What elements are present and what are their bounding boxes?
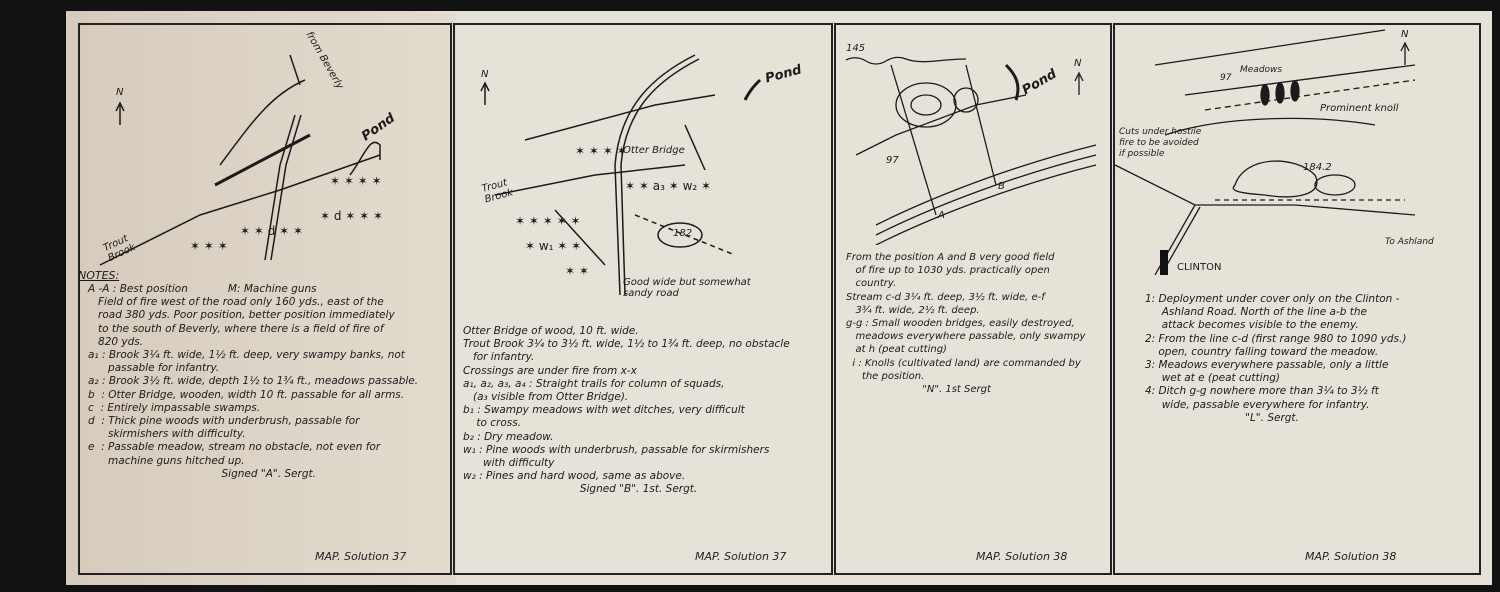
note-line: to the south of Beverly, where there is … <box>88 322 384 335</box>
bridge-label: Otter Bridge <box>623 145 685 156</box>
footer-1: MAP. Solution 37 <box>315 550 407 563</box>
elevation-145: 145 <box>846 43 866 54</box>
note-line: wide, passable everywhere for infantry. <box>1145 398 1370 411</box>
map-sheet: ✶ ✶ d ✶ ✶✶ d ✶ ✶ ✶ ✶ ✶ ✶✶ ✶ ✶ ✶ N from B… <box>66 11 1492 585</box>
note-line: 1: Deployment under cover only on the Cl… <box>1145 293 1400 305</box>
notes-4: 1: Deployment under cover only on the Cl… <box>1145 293 1406 425</box>
note-line: 4: Ditch g-g nowhere more than 3¼ to 3½ … <box>1145 385 1379 398</box>
note-line: a₂ : Brook 3½ ft. wide, depth 1½ to 1¾ f… <box>88 375 419 388</box>
note-line: with difficulty <box>463 457 555 470</box>
note-line: attack becomes visible to the enemy. <box>1145 319 1359 332</box>
footer-3: MAP. Solution 38 <box>976 550 1068 563</box>
note-line: the position. <box>846 370 925 382</box>
note-line: b₁ : Swampy meadows with wet ditches, ve… <box>463 404 745 417</box>
panel-3: N Pond 145 97 A B From the position A an… <box>834 23 1112 575</box>
note-line: b : Otter Bridge, wooden, width 10 ft. p… <box>88 388 405 401</box>
note-line: Signed "A". Sergt. <box>88 467 316 480</box>
sketch-map-1: ✶ ✶ d ✶ ✶ ✶ d ✶ ✶ ✶ ✶ ✶ ✶ ✶ ✶ ✶ ✶ <box>99 54 383 266</box>
note-line: From the position A and B very good fiel… <box>846 252 1055 263</box>
note-line: a₁ : Brook 3¼ ft. wide, 1½ ft. deep, ver… <box>88 349 405 362</box>
meadows-label: Meadows <box>1240 65 1283 75</box>
svg-text:✶ ✶ ✶ ✶: ✶ ✶ ✶ ✶ <box>575 144 627 158</box>
note-line: "L". Sergt. <box>1145 411 1299 424</box>
panel-4: N Meadows 97 Prominent knoll Cuts under … <box>1113 23 1481 575</box>
note-line: Field of fire west of the road only 160 … <box>88 296 384 309</box>
note-line: Stream c-d 3¼ ft. deep, 3½ ft. wide, e-f <box>846 291 1045 303</box>
note-line: e : Passable meadow, stream no obstacle,… <box>88 441 381 454</box>
note-line: of fire up to 1030 yds. practically open <box>846 265 1050 277</box>
note-line: w₂ : Pines and hard wood, same as above. <box>463 470 686 483</box>
note-line: Ashland Road. North of the line a-b the <box>1145 306 1367 319</box>
svg-text:✶ ✶: ✶ ✶ <box>565 264 589 278</box>
road-note: Good wide but somewhat sandy road <box>623 277 751 299</box>
north-label: N <box>481 69 489 80</box>
note-line: 3: Meadows everywhere passable, only a l… <box>1145 359 1389 372</box>
note-line: b₂ : Dry meadow. <box>463 430 554 443</box>
note-line: passable for infantry. <box>88 362 220 375</box>
note-line: Trout Brook 3¼ to 3½ ft. wide, 1½ to 1¾ … <box>463 338 790 351</box>
panel-1: ✶ ✶ d ✶ ✶✶ d ✶ ✶ ✶ ✶ ✶ ✶✶ ✶ ✶ ✶ N from B… <box>78 23 452 575</box>
hill-label: 182 <box>673 228 693 239</box>
svg-text:✶ ✶ ✶: ✶ ✶ ✶ <box>190 239 228 253</box>
position-b: B <box>998 181 1005 192</box>
note-line: wet at e (peat cutting) <box>1145 372 1280 385</box>
note-line: d : Thick pine woods with underbrush, pa… <box>88 415 360 428</box>
position-a: A <box>938 210 945 221</box>
note-line: to cross. <box>463 417 522 430</box>
note-line: machine guns hitched up. <box>88 454 245 467</box>
svg-text:✶ ✶ a₃ ✶ w₂ ✶: ✶ ✶ a₃ ✶ w₂ ✶ <box>625 179 711 193</box>
note-line: Signed "B". 1st. Sergt. <box>463 483 698 496</box>
notes-1: A -A : Best position M: Machine guns Fie… <box>88 283 418 481</box>
sketch-map-3 <box>845 56 1097 245</box>
note-line: Otter Bridge of wood, 10 ft. wide. <box>463 325 639 337</box>
knoll-label: Prominent knoll <box>1320 103 1399 114</box>
note-line: 820 yds. <box>88 335 144 348</box>
note-line: for infantry. <box>463 351 535 364</box>
note-line: w₁ : Pine woods with underbrush, passabl… <box>463 443 770 456</box>
sketch-map-4 <box>1115 29 1416 275</box>
note-line: a₁, a₂, a₃, a₄ : Straight trails for col… <box>463 377 725 390</box>
north-label: N <box>1401 29 1409 40</box>
note-line: 3¾ ft. wide, 2½ ft. deep. <box>846 304 980 316</box>
note-line: country. <box>846 278 897 290</box>
footer-2: MAP. Solution 37 <box>695 550 787 563</box>
hill-label: 184.2 <box>1303 162 1332 173</box>
elevation-97: 97 <box>886 155 899 166</box>
note-line: 2: From the line c-d (first range 980 to… <box>1145 332 1407 345</box>
ashland-label: To Ashland <box>1385 237 1434 247</box>
svg-text:✶ ✶ ✶ ✶: ✶ ✶ ✶ ✶ <box>330 174 382 188</box>
note-line: at h (peat cutting) <box>846 344 947 356</box>
notes-2: Otter Bridge of wood, 10 ft. wide.Trout … <box>463 325 790 497</box>
clinton-label: CLINTON <box>1177 262 1222 273</box>
cuts-note: Cuts under hostile fire to be avoided if… <box>1119 127 1202 159</box>
sketch-map-2: ✶ ✶ ✶ ✶ ✶ ✶ w₁ ✶ ✶ ✶ ✶ a₃ ✶ w₂ ✶ ✶ ✶ ✶ ✶ ✶… <box>480 54 762 295</box>
north-label: N <box>1074 58 1082 69</box>
panel-2: ✶ ✶ ✶ ✶ ✶ ✶ w₁ ✶ ✶ ✶ ✶ a₃ ✶ w₂ ✶ ✶ ✶ ✶ ✶ ✶… <box>453 23 833 575</box>
footer-4: MAP. Solution 38 <box>1305 550 1397 563</box>
note-line: Crossings are under fire from x-x <box>463 364 637 377</box>
note-line: i : Knolls (cultivated land) are command… <box>846 357 1081 369</box>
notes-3: From the position A and B very good fiel… <box>846 251 1085 396</box>
note-line: A -A : Best position M: Machine guns <box>88 283 317 295</box>
note-line: road 380 yds. Poor position, better posi… <box>88 309 395 322</box>
note-line: meadows everywhere passable, only swampy <box>846 331 1086 343</box>
svg-text:✶ d ✶ ✶ ✶: ✶ d ✶ ✶ ✶ <box>320 209 383 223</box>
north-label: N <box>116 87 124 98</box>
note-line: g-g : Small wooden bridges, easily destr… <box>846 318 1075 330</box>
note-line: c : Entirely impassable swamps. <box>88 401 261 414</box>
elevation-97: 97 <box>1220 73 1232 83</box>
svg-text:✶ ✶ ✶ ✶ ✶: ✶ ✶ ✶ ✶ ✶ <box>515 214 581 228</box>
note-line: skirmishers with difficulty. <box>88 428 246 441</box>
note-line: "N". 1st Sergt <box>846 384 991 396</box>
notes-title: NOTES: <box>78 269 120 282</box>
svg-text:✶ w₁ ✶ ✶: ✶ w₁ ✶ ✶ <box>525 239 581 253</box>
note-line: (a₃ visible from Otter Bridge). <box>463 391 629 404</box>
note-line: open, country falling toward the meadow. <box>1145 345 1379 358</box>
svg-text:✶ ✶ d ✶ ✶: ✶ ✶ d ✶ ✶ <box>240 224 303 238</box>
